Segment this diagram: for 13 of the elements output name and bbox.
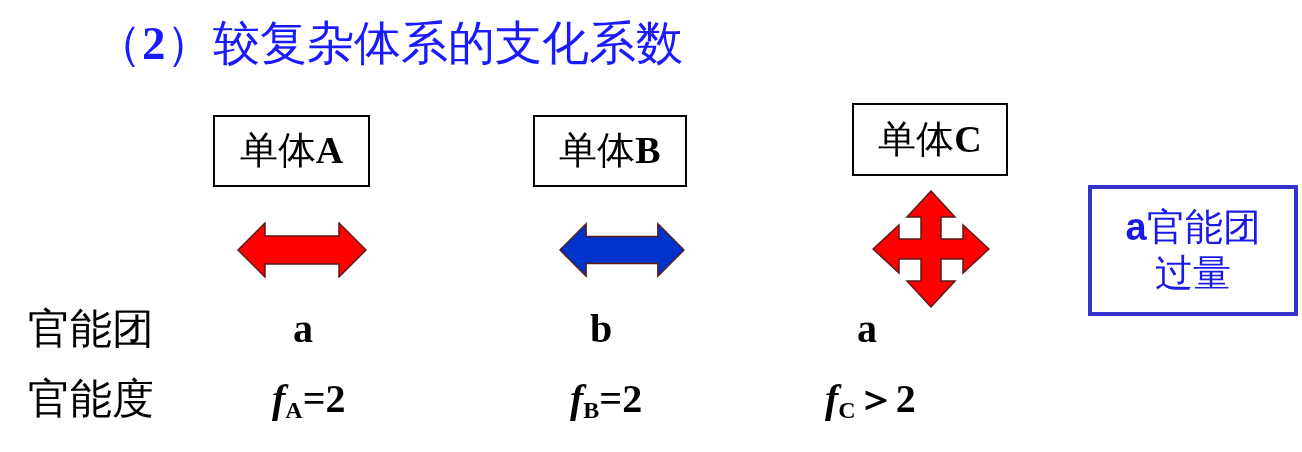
title: （2）较复杂体系的支化系数 <box>95 16 683 71</box>
label-box: 单体B <box>533 115 687 187</box>
row-heading: 官能团 <box>28 305 154 354</box>
label-box: 单体C <box>852 103 1008 176</box>
group-letter: a <box>293 306 313 352</box>
note-box: a官能团过量 <box>1088 185 1298 316</box>
formula: f$_{A}$=2 <box>272 376 346 422</box>
label-box: 单体A <box>213 115 370 187</box>
formula: f$_{B}$=2 <box>570 376 643 422</box>
row-heading: 官能度 <box>28 375 154 424</box>
group-letter: b <box>589 306 613 352</box>
group-letter: a <box>857 306 877 352</box>
formula: f$_{C}$＞2 <box>825 376 916 422</box>
